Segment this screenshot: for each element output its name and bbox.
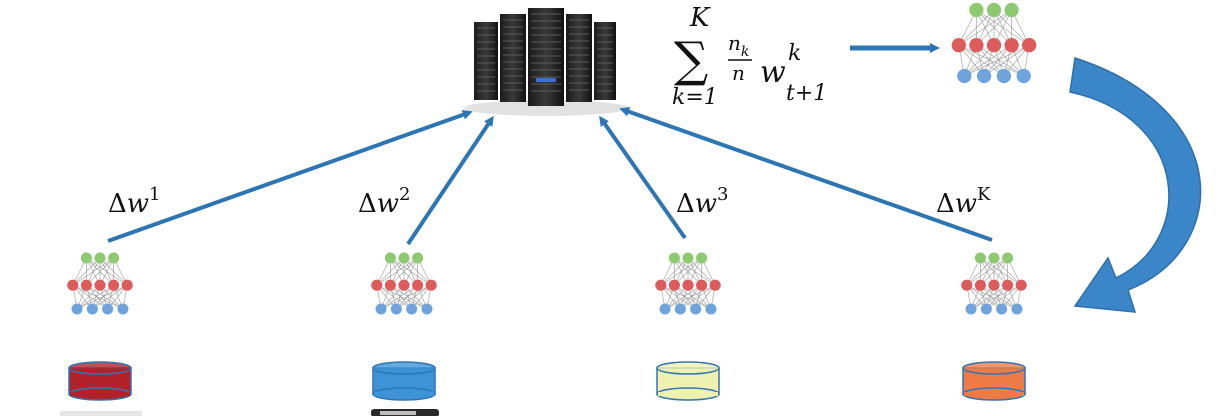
hidden-node — [67, 279, 79, 291]
hidden-node — [969, 38, 984, 53]
server-rack-icon — [464, 8, 628, 116]
client-2-update-label: Δw2 — [358, 184, 411, 219]
client-3-update-label: Δw3 — [676, 184, 729, 219]
input-node — [117, 303, 129, 315]
hidden-node — [974, 279, 986, 291]
input-node — [996, 303, 1008, 315]
output-node — [969, 2, 984, 18]
input-node — [976, 68, 992, 84]
hidden-node — [425, 279, 437, 291]
output-node — [986, 2, 1002, 18]
output-node — [108, 252, 120, 264]
input-node — [390, 303, 402, 315]
hidden-node — [696, 279, 708, 291]
fraction-numerator-sub: k — [741, 44, 749, 60]
input-node — [71, 303, 83, 315]
client-2-network-icon — [371, 252, 437, 315]
weight-symbol: wk t+1 — [760, 41, 827, 106]
hidden-node — [108, 279, 120, 291]
output-node — [974, 252, 986, 264]
hidden-node — [1004, 38, 1019, 53]
hidden-node — [1022, 38, 1037, 53]
output-node — [412, 252, 424, 264]
output-node — [398, 252, 410, 264]
hidden-node — [412, 279, 424, 291]
hidden-node — [951, 38, 966, 53]
client-1-upload-arrow — [107, 109, 473, 243]
weight-superscript: k — [788, 41, 801, 66]
client-1-update-label: Δw1 — [108, 184, 161, 219]
hidden-node — [94, 279, 106, 291]
output-node — [1004, 2, 1019, 18]
database-top — [962, 361, 1026, 375]
global-model-network-icon — [951, 2, 1037, 84]
fraction-denominator: n — [732, 61, 745, 85]
client-k-database-icon — [962, 361, 1026, 401]
output-node — [80, 252, 92, 264]
database-top — [656, 361, 720, 375]
input-node — [674, 303, 686, 315]
client-k-network-icon — [961, 252, 1027, 315]
fraction-numerator-base: n — [728, 31, 741, 55]
output-node — [682, 252, 694, 264]
input-node — [1016, 68, 1031, 84]
client-3-upload-arrow — [599, 115, 687, 240]
client-1-network-icon — [67, 252, 133, 315]
hidden-node — [709, 279, 721, 291]
sum-symbol: ∑ — [674, 32, 708, 88]
input-node — [996, 68, 1012, 84]
input-node — [102, 303, 114, 315]
client-1-database-icon — [68, 361, 132, 401]
hidden-node — [371, 279, 383, 291]
hidden-node — [655, 279, 667, 291]
sum-lower-limit: k=1 — [672, 85, 718, 110]
client-1-device-partial — [60, 411, 142, 416]
input-node — [705, 303, 717, 315]
hidden-node — [1015, 279, 1027, 291]
client-2-device-highlight — [380, 411, 416, 415]
client-2-upload-arrow — [406, 115, 494, 246]
hidden-node — [121, 279, 133, 291]
client-3-network-icon — [655, 252, 721, 315]
client-2-database-icon — [372, 361, 436, 401]
output-node — [1002, 252, 1014, 264]
database-top — [372, 361, 436, 375]
output-node — [668, 252, 680, 264]
input-node — [86, 303, 98, 315]
weight-base: w — [760, 55, 786, 90]
hidden-node — [668, 279, 680, 291]
database-top — [68, 361, 132, 375]
output-node — [696, 252, 708, 264]
client-3-database-icon — [656, 361, 720, 401]
hidden-node — [988, 279, 1000, 291]
output-node — [384, 252, 396, 264]
hidden-node — [961, 279, 973, 291]
client-k-upload-arrow — [619, 106, 993, 242]
hidden-node — [80, 279, 92, 291]
broadcast-curved-arrow — [1069, 57, 1202, 313]
hidden-node — [1002, 279, 1014, 291]
input-node — [406, 303, 418, 315]
output-node — [94, 252, 106, 264]
input-node — [690, 303, 702, 315]
input-node — [965, 303, 977, 315]
input-node — [980, 303, 992, 315]
hidden-node — [398, 279, 410, 291]
input-node — [659, 303, 671, 315]
input-node — [421, 303, 433, 315]
sum-upper-limit: K — [689, 3, 711, 33]
fraction-numerator: nk — [728, 31, 749, 60]
input-node — [375, 303, 387, 315]
input-node — [957, 68, 972, 84]
client-k-update-label: ΔwK — [936, 184, 991, 219]
weight-subscript: t+1 — [786, 81, 827, 106]
input-node — [1011, 303, 1023, 315]
output-node — [988, 252, 1000, 264]
hidden-node — [986, 38, 1002, 53]
hidden-node — [682, 279, 694, 291]
hidden-node — [384, 279, 396, 291]
